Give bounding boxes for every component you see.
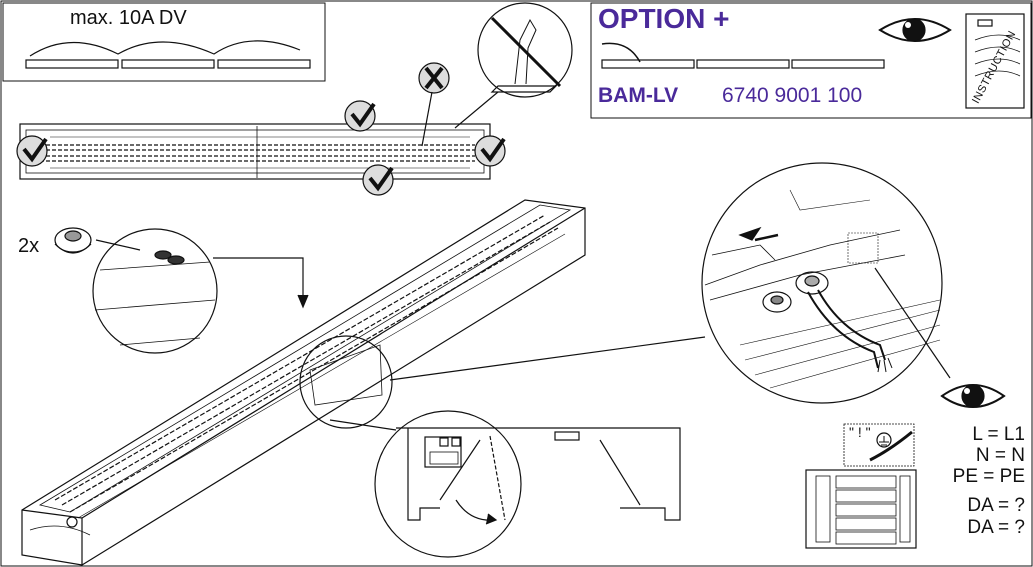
detail-zoom-mid	[299, 335, 706, 431]
wiring-label-l: L = L1	[972, 424, 1025, 445]
option-title: OPTION +	[598, 3, 730, 34]
wiring-label-da2: DA = ?	[967, 517, 1025, 538]
option-panel	[590, 2, 1032, 119]
ground-connector	[843, 423, 915, 467]
check-icon	[16, 100, 506, 196]
article-number: 6740 9001 100	[722, 84, 863, 107]
max-load-panel	[2, 2, 326, 82]
detail-zoom-right	[701, 162, 951, 404]
eye-icon	[940, 384, 1006, 408]
luminaire-top-view	[19, 123, 491, 180]
max-load-label: max. 10A DV	[70, 7, 187, 29]
luminaire-isometric	[21, 199, 586, 566]
connector-symbol: " ! "	[849, 424, 871, 440]
seal-detail	[54, 227, 309, 354]
seal-quantity: 2x	[18, 235, 40, 257]
terminal-block	[805, 469, 917, 549]
wiring-label-n: N = N	[975, 445, 1025, 466]
wiring-label-pe: PE = PE	[952, 466, 1025, 487]
product-code: BAM-LV	[598, 84, 679, 107]
eye-icon	[878, 18, 952, 42]
detail-zoom-bottom	[374, 410, 681, 558]
no-touch-icon	[454, 2, 573, 129]
cross-icon	[418, 62, 450, 147]
instruction-icon	[965, 13, 1025, 109]
wiring-label-da1: DA = ?	[967, 495, 1025, 516]
